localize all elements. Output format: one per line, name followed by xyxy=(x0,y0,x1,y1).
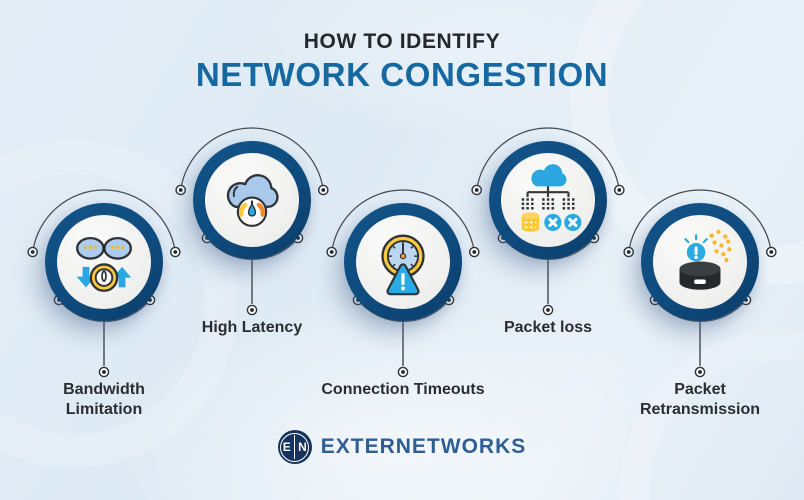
feature-label: Packet loss xyxy=(503,319,593,336)
logo-monogram-divider xyxy=(293,435,296,459)
feature-bandwidth-limitation: Bandwidth Limitation xyxy=(14,182,194,418)
feature-badge xyxy=(45,203,163,321)
router-alert-icon xyxy=(679,229,732,290)
feature-label: High Latency xyxy=(201,319,303,336)
feature-label: Bandwidth Limitation xyxy=(63,381,145,418)
feature-badge-face xyxy=(356,215,450,309)
brand-logo: E N EXTERNETWORKS xyxy=(0,430,804,464)
feature-badge xyxy=(489,141,607,259)
infinity-gauge-icon xyxy=(76,236,132,292)
page-title-line2: NETWORK CONGESTION xyxy=(195,56,609,93)
title-block: HOW TO IDENTIFY NETWORK CONGESTION xyxy=(0,30,804,94)
feature-badge xyxy=(641,203,759,321)
feature-high-latency: High Latency xyxy=(162,120,342,355)
logo-monogram-left: E xyxy=(282,440,291,454)
feature-badge xyxy=(344,203,462,321)
feature-packet-retransmission: Packet Retransmission xyxy=(610,182,790,418)
feature-badge-face xyxy=(205,153,299,247)
feature-badge xyxy=(193,141,311,259)
logo-wordmark: EXTERNETWORKS xyxy=(320,435,527,458)
cloud-packet-error-icon xyxy=(521,164,582,232)
feature-badge-face xyxy=(653,215,747,309)
logo-monogram-badge: E N xyxy=(277,430,312,464)
cloud-speedometer-icon xyxy=(226,174,279,227)
page-title-line1: HOW TO IDENTIFY xyxy=(303,30,501,53)
feature-label: Connection Timeouts xyxy=(321,381,485,398)
feature-packet-loss: Packet loss xyxy=(458,120,638,355)
feature-badge-face xyxy=(57,215,151,309)
feature-badge-face xyxy=(501,153,595,247)
logo-monogram-right: N xyxy=(298,440,307,454)
feature-label: Packet Retransmission xyxy=(639,381,761,418)
stopwatch-warning-icon xyxy=(381,234,425,296)
